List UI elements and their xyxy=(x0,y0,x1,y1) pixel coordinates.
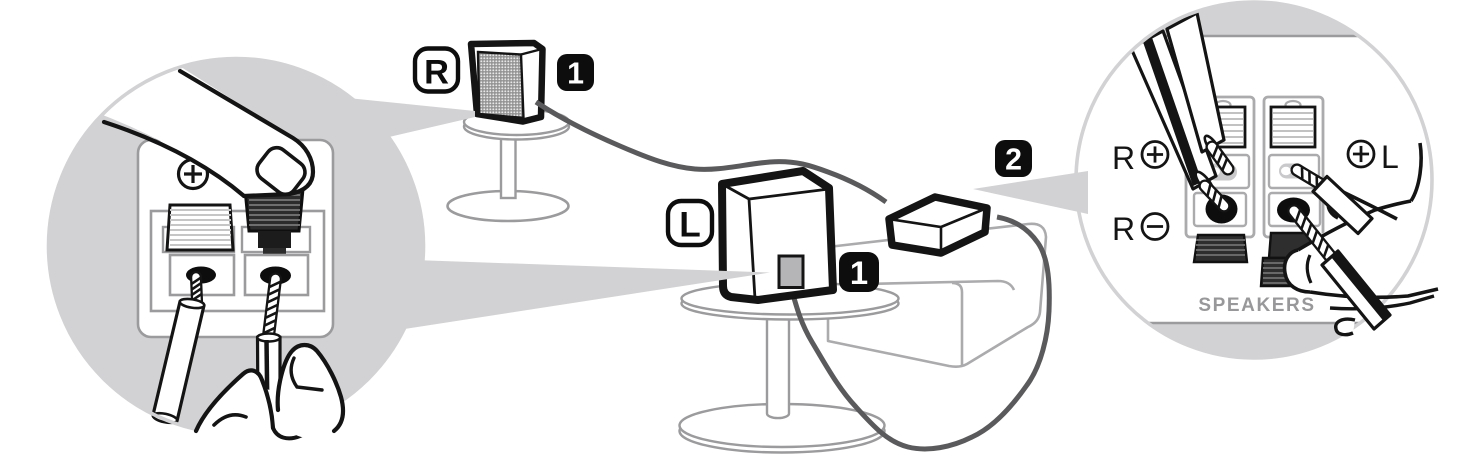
svg-text:L: L xyxy=(1381,139,1399,175)
svg-text:R: R xyxy=(1112,140,1135,176)
svg-text:L: L xyxy=(679,206,701,245)
svg-text:1: 1 xyxy=(567,58,584,91)
svg-text:R: R xyxy=(424,53,449,91)
svg-text:R: R xyxy=(1112,211,1135,247)
svg-text:1: 1 xyxy=(850,254,868,291)
svg-text:2: 2 xyxy=(1005,144,1022,177)
svg-text:SPEAKERS: SPEAKERS xyxy=(1198,295,1315,316)
